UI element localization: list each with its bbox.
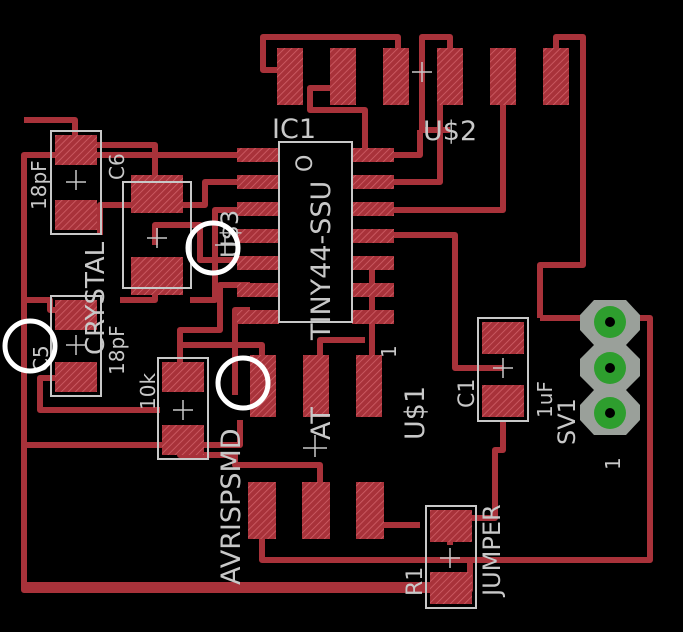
header-pad-1	[277, 48, 303, 105]
header-pad-4	[437, 48, 463, 105]
sv1-header	[580, 300, 640, 435]
u1-pad-mid	[303, 355, 329, 417]
ic-pin-l2	[237, 175, 279, 189]
avr-pad-right	[356, 482, 384, 539]
label-pin-one-header: 1	[601, 457, 625, 470]
ic-pin-r5	[352, 256, 394, 270]
c5-pad-bottom	[55, 362, 97, 392]
cross-u3	[215, 235, 235, 255]
via-1	[580, 300, 640, 345]
via-2	[580, 345, 640, 390]
r1-pad-bottom	[430, 572, 472, 604]
label-cap-c1: C1	[455, 379, 480, 408]
label-cap-18pf-bottom: 18pF	[105, 325, 129, 375]
ic-pin-r4	[352, 229, 394, 243]
header-pad-3	[383, 48, 409, 105]
c6-pad-top	[55, 135, 97, 165]
ic-pin-r1	[352, 148, 394, 162]
labels: IC1 U$2 O TINY44-SSU AT U$3 1 U$1 18pF C…	[27, 114, 625, 598]
avr-pad-mid	[302, 482, 330, 539]
traces	[21, 34, 653, 593]
marker-circle-u3	[185, 220, 241, 276]
label-cap-1uf: 1uF	[533, 381, 557, 418]
cross-crystal	[147, 228, 167, 248]
origin-crosses	[66, 62, 513, 568]
header-pad-5	[490, 48, 516, 105]
ic-pin-l1	[237, 148, 279, 162]
trace-crystal-top	[24, 117, 78, 140]
trace-header-right	[259, 315, 653, 563]
label-chip-name: TINY44-SSU	[306, 181, 337, 341]
crystal-pad-top	[131, 175, 183, 213]
trace-top-right-frame	[537, 34, 586, 318]
r1-pad-top	[430, 510, 472, 542]
trace-pad5-down	[378, 70, 506, 213]
cross-u2	[412, 62, 432, 82]
ic-pin-l6	[237, 283, 279, 297]
c5-outline	[50, 295, 102, 397]
silkscreen-outlines	[50, 130, 529, 609]
r1-outline	[425, 505, 477, 609]
ic1-body-outline	[278, 141, 353, 323]
label-u-s2: U$2	[423, 116, 477, 147]
marker-circle-c5	[2, 318, 58, 374]
label-cap-18pf-top: 18pF	[27, 160, 51, 210]
ic-pin-l5	[237, 256, 279, 270]
res10k-outline	[157, 357, 209, 460]
cross-c6	[66, 170, 86, 190]
label-res-r1: R1	[403, 567, 428, 596]
header-pad-2	[330, 48, 356, 105]
markers	[2, 220, 271, 411]
ic-pin-r6	[352, 283, 394, 297]
ic-pin-l4	[237, 229, 279, 243]
res10k-pad-bottom	[162, 425, 204, 455]
res10k-pad-top	[162, 362, 204, 392]
label-chip-prefix: AT	[306, 407, 337, 440]
cross-c1	[493, 358, 513, 378]
cross-res10k	[173, 400, 193, 420]
label-ic1: IC1	[272, 114, 316, 145]
ic-pin-l3	[237, 202, 279, 216]
c6-outline	[50, 130, 102, 235]
trace-pin-l3	[190, 207, 250, 303]
header-pad-6	[543, 48, 569, 105]
via-3	[580, 390, 640, 435]
label-sv1: SV1	[553, 398, 581, 445]
cross-r1	[440, 548, 460, 568]
ic-pin-l7	[237, 310, 279, 324]
label-chip-dot: O	[293, 155, 318, 172]
crystal-pad-bottom	[131, 257, 183, 295]
ic-pin-r3	[352, 202, 394, 216]
c1-outline	[477, 317, 529, 422]
label-avrispsmd: AVRISPSMD	[216, 428, 247, 585]
trace-left-inner	[24, 420, 243, 448]
c1-pad-top	[482, 322, 524, 354]
avr-pad-left	[248, 482, 276, 539]
c5-pad-top	[55, 300, 97, 330]
ic-pin-r7	[352, 310, 394, 324]
label-jumper: JUMPER	[478, 504, 506, 598]
trace-pin-r2	[378, 70, 443, 185]
label-crystal: CRYSTAL	[81, 241, 111, 355]
u1-pad-right	[356, 355, 382, 417]
c1-pad-bottom	[482, 385, 524, 417]
pads	[55, 48, 569, 604]
label-pin-one-chip: 1	[377, 345, 401, 358]
ic-pin-r2	[352, 175, 394, 189]
marker-circle-avr	[215, 355, 271, 411]
cross-c5	[66, 335, 86, 355]
c6-pad-bottom	[55, 200, 97, 230]
label-cap-c6: C6	[105, 153, 129, 180]
label-u-s1: U$1	[400, 386, 431, 440]
cross-u1	[303, 435, 327, 457]
label-res-10k: 10k	[136, 373, 160, 410]
